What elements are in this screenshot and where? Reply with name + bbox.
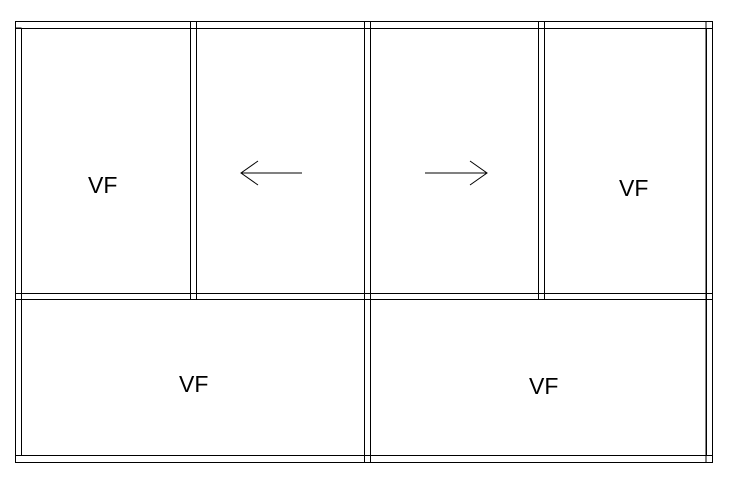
panel-label-top-left: VF [88,172,117,198]
frame-lines [15,21,713,463]
panel-label-bottom-left: VF [179,371,208,397]
panel-label-top-right: VF [619,175,648,201]
left-arrow-icon [240,160,302,186]
right-arrow-icon [425,160,488,186]
panel-label-bottom-right: VF [529,373,558,399]
